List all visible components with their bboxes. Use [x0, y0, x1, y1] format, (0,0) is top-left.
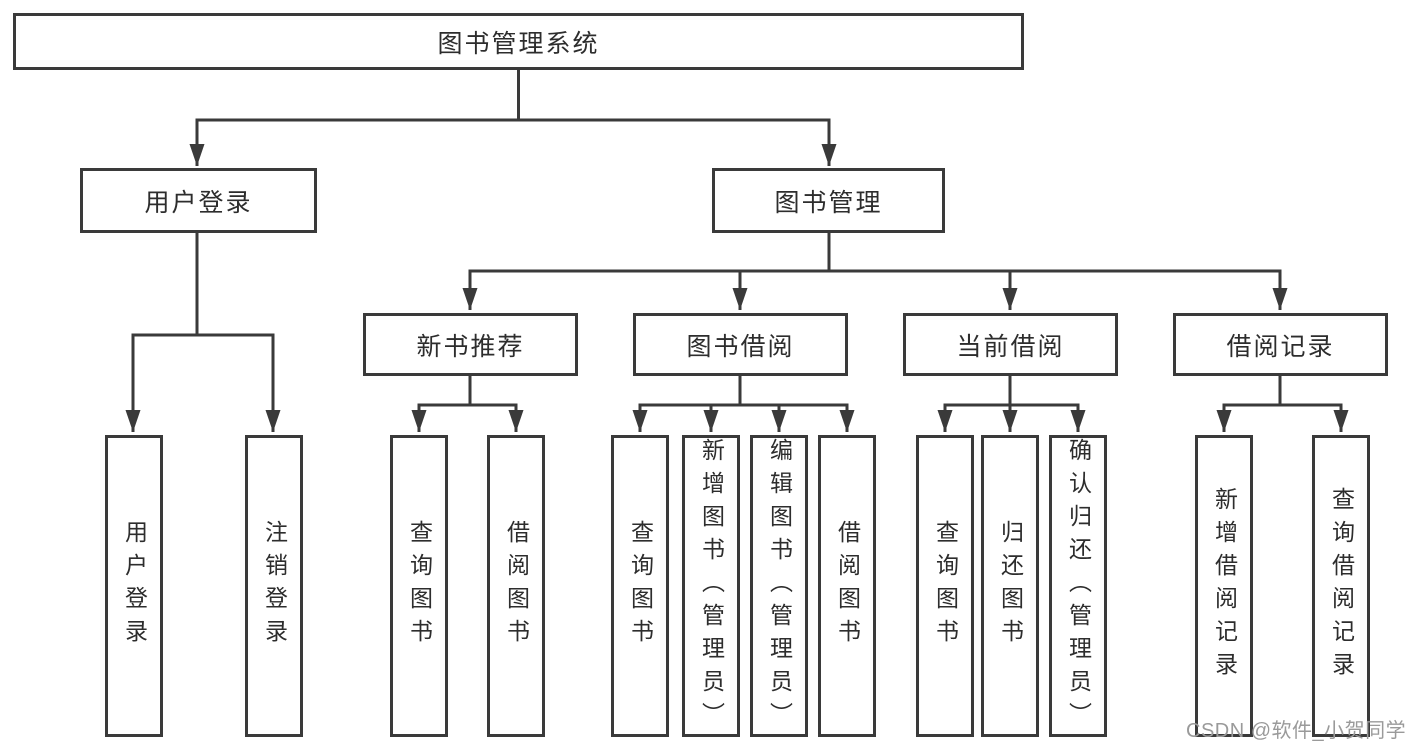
leaf-user-login: 用户登录: [105, 435, 163, 737]
node-book-borrow: 图书借阅: [633, 313, 848, 376]
leaf-add-books-admin: 新增图书（管理员）: [682, 435, 740, 737]
leaf-return-books: 归还图书: [981, 435, 1039, 737]
leaf-recommend-query-books-label: 查询图书: [406, 520, 433, 652]
leaf-recommend-borrow-books-label: 借阅图书: [503, 520, 530, 652]
leaf-add-books-admin-label: 新增图书（管理员）: [698, 438, 725, 735]
leaf-logout: 注销登录: [245, 435, 303, 737]
leaf-recommend-borrow-books: 借阅图书: [487, 435, 545, 737]
leaf-query-borrow-record: 查询借阅记录: [1312, 435, 1370, 737]
node-current-borrow-label: 当前借阅: [956, 332, 1065, 361]
leaf-borrow-books-label: 借阅图书: [834, 520, 861, 652]
node-book-borrow-label: 图书借阅: [686, 332, 795, 361]
leaf-confirm-return-admin-label: 确认归还（管理员）: [1065, 438, 1092, 735]
leaf-return-books-label: 归还图书: [997, 520, 1024, 652]
node-user-login-label: 用户登录: [144, 188, 253, 217]
leaf-add-borrow-record-label: 新增借阅记录: [1211, 487, 1238, 685]
leaf-user-login-label: 用户登录: [121, 520, 148, 652]
node-book-management: 图书管理: [712, 168, 945, 233]
node-current-borrow: 当前借阅: [903, 313, 1118, 376]
leaf-current-query-books-label: 查询图书: [932, 520, 959, 652]
leaf-borrow-query-books-label: 查询图书: [627, 520, 654, 652]
leaf-edit-books-admin-label: 编辑图书（管理员）: [766, 438, 793, 735]
node-new-book-recommend-label: 新书推荐: [416, 332, 525, 361]
leaf-edit-books-admin: 编辑图书（管理员）: [750, 435, 808, 737]
node-borrow-record-label: 借阅记录: [1226, 332, 1335, 361]
leaf-confirm-return-admin: 确认归还（管理员）: [1049, 435, 1107, 737]
node-new-book-recommend: 新书推荐: [363, 313, 578, 376]
leaf-borrow-query-books: 查询图书: [611, 435, 669, 737]
watermark: CSDN @软件_小贺同学: [1186, 720, 1405, 742]
leaf-query-borrow-record-label: 查询借阅记录: [1328, 487, 1355, 685]
node-borrow-record: 借阅记录: [1173, 313, 1388, 376]
node-root-system-label: 图书管理系统: [437, 29, 600, 58]
node-book-management-label: 图书管理: [774, 188, 883, 217]
node-root-system: 图书管理系统: [13, 13, 1024, 70]
leaf-borrow-books: 借阅图书: [818, 435, 876, 737]
leaf-add-borrow-record: 新增借阅记录: [1195, 435, 1253, 737]
node-user-login: 用户登录: [80, 168, 317, 233]
leaf-logout-label: 注销登录: [261, 520, 288, 652]
leaf-current-query-books: 查询图书: [916, 435, 974, 737]
leaf-recommend-query-books: 查询图书: [390, 435, 448, 737]
